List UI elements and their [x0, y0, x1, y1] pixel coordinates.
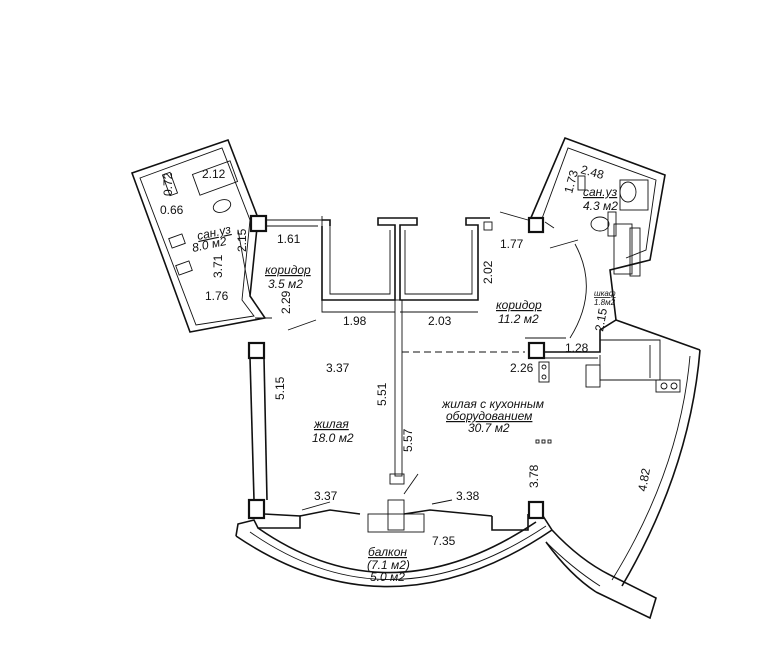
right-exterior-wall [621, 349, 701, 587]
dim-1-73: 1.73 [561, 168, 581, 194]
room-bath-right-name: сан.уз [583, 185, 618, 199]
kitchen-marks [535, 439, 552, 444]
balcony-shape [235, 499, 657, 620]
room-bath-left-area: 8.0 м2 [191, 234, 228, 255]
dim-2-02: 2.02 [481, 260, 495, 284]
room-living-kitchen-area: 30.7 м2 [468, 421, 510, 435]
dim-2-15-left: 2.15 [235, 228, 249, 252]
dim-3-37-top: 3.37 [326, 361, 350, 375]
room-balcony-name: балкон [368, 545, 407, 559]
room-balcony-area-2: 5.0 м2 [370, 570, 405, 584]
door-swing-left [287, 319, 317, 331]
room-living-kitchen-line2: оборудованием [446, 409, 532, 423]
dim-2-29: 2.29 [279, 290, 293, 314]
room-closet-area: 1.8м2 [594, 298, 616, 307]
dim-2-48: 2.48 [579, 162, 605, 182]
left-exterior-wall [247, 357, 268, 520]
dim-3-38: 3.38 [456, 489, 480, 503]
dim-0-72: 0.72 [161, 172, 175, 196]
dim-2-26: 2.26 [510, 361, 534, 375]
door-swing-right [569, 243, 587, 339]
dim-1-77: 1.77 [500, 237, 524, 251]
central-core [321, 217, 493, 313]
dim-5-57: 5.57 [401, 428, 415, 452]
dim-2-15-right: 2.15 [592, 307, 610, 333]
dim-3-78: 3.78 [527, 464, 541, 488]
dim-5-15: 5.15 [273, 376, 287, 400]
column-left-top [249, 214, 268, 233]
room-corridor-right-area: 11.2 м2 [498, 312, 539, 326]
column-right-top [527, 216, 545, 234]
room-balcony-area-1: (7.1 м2) [367, 558, 410, 572]
central-partition [394, 299, 403, 477]
room-corridor-left-area: 3.5 м2 [268, 277, 303, 291]
dim-1-98: 1.98 [343, 314, 367, 328]
dim-7-35: 7.35 [432, 534, 456, 548]
dim-4-82: 4.82 [635, 467, 653, 493]
column-right-mid [527, 341, 546, 360]
dim-3-37-bottom: 3.37 [314, 489, 338, 503]
dim-1-28: 1.28 [565, 341, 589, 355]
column-left-mid [247, 341, 266, 360]
dim-2-03: 2.03 [428, 314, 452, 328]
room-living-name: жилая [313, 417, 349, 431]
room-corridor-right-name: коридор [496, 298, 542, 312]
left-bathroom-walls [130, 138, 267, 333]
room-bath-right-area: 4.3 м2 [583, 199, 618, 213]
room-corridor-left-name: коридор [265, 263, 311, 277]
room-closet-name: шкаф [594, 289, 616, 298]
right-inner-walls [544, 319, 701, 353]
room-living-area: 18.0 м2 [312, 431, 354, 445]
right-bathroom-walls [529, 136, 666, 321]
dim-1-76: 1.76 [205, 289, 229, 303]
dim-0-66: 0.66 [160, 203, 184, 217]
dim-2-12: 2.12 [202, 167, 226, 181]
dim-3-71: 3.71 [211, 254, 225, 278]
dim-1-61: 1.61 [277, 232, 301, 246]
room-living-kitchen-line1: жилая с кухонным [441, 397, 544, 411]
dim-5-51: 5.51 [375, 382, 389, 406]
